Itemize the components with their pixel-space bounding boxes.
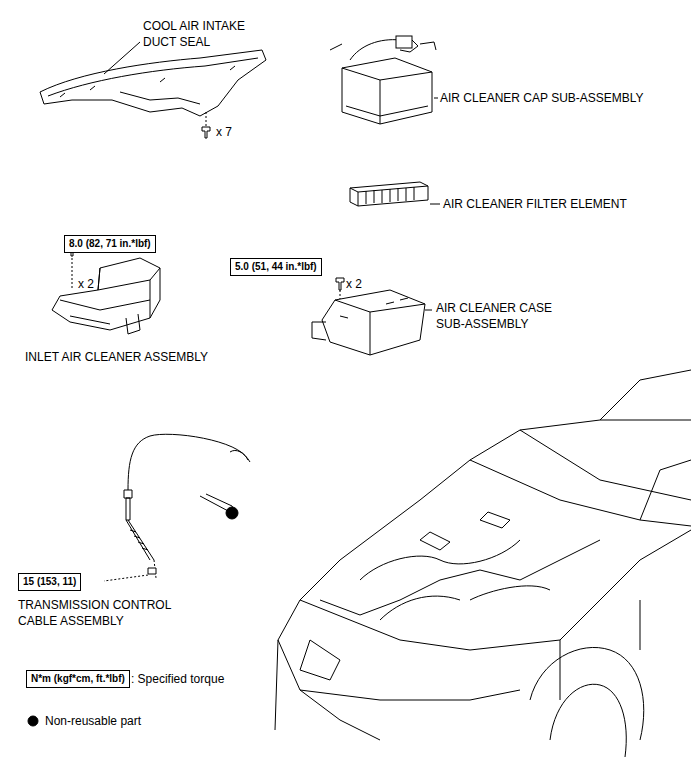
part-name: INLET AIR CLEANER ASSEMBLY: [25, 349, 208, 365]
part-name: AIR CLEANER FILTER ELEMENT: [443, 196, 627, 212]
torque-box: N*m (kgf*cm, ft.*lbf): [26, 670, 130, 688]
torque-text: N*m (kgf*cm, ft.*lbf): [31, 673, 125, 684]
legend-text: : Specified torque: [131, 671, 224, 687]
torque-text: 15 (153, 11): [23, 576, 76, 587]
torque-text: 5.0 (51, 44 in.*lbf): [235, 261, 317, 272]
quantity-label: x 2: [78, 276, 94, 292]
torque-box: 5.0 (51, 44 in.*lbf): [230, 258, 322, 276]
part-name: AIR CLEANER CAP SUB-ASSEMBLY: [440, 90, 644, 106]
part-name: COOL AIR INTAKE DUCT SEAL: [143, 18, 263, 50]
vehicle-drawing: [275, 370, 691, 757]
part-name: TRANSMISSION CONTROL CABLE ASSEMBLY: [18, 597, 198, 629]
inlet-air-cleaner-drawing: [52, 244, 160, 334]
quantity-label: x 7: [216, 124, 232, 140]
duct-seal-drawing: [40, 42, 266, 138]
filter-element-drawing: [350, 182, 440, 206]
part-name: AIR CLEANER CASE SUB-ASSEMBLY: [436, 300, 571, 332]
torque-box: 15 (153, 11): [18, 573, 81, 591]
air-cleaner-cap-drawing: [330, 36, 438, 124]
torque-box: 8.0 (82, 71 in.*lbf): [64, 235, 156, 253]
torque-text: 8.0 (82, 71 in.*lbf): [69, 238, 151, 249]
transmission-cable-drawing: [104, 434, 250, 581]
air-cleaner-case-drawing: [312, 278, 432, 355]
quantity-label: x 2: [346, 276, 362, 292]
non-reusable-dot: [28, 716, 38, 726]
legend-text: Non-reusable part: [45, 713, 141, 729]
